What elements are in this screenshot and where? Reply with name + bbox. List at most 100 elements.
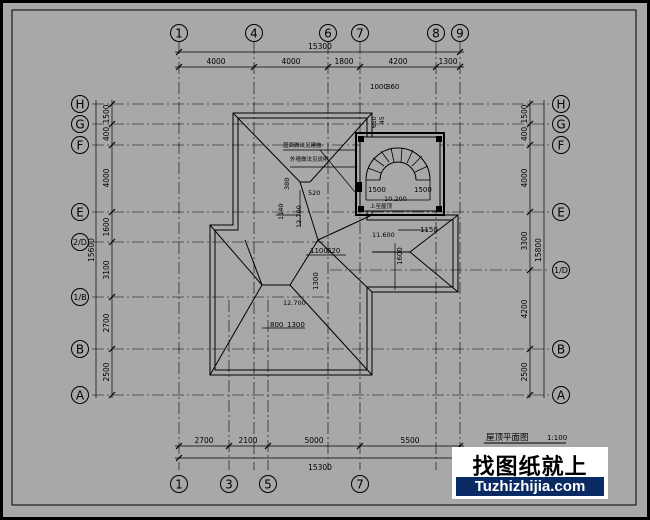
grid-bubble-top-1: 1 (170, 24, 188, 42)
dim-bottom-2: 2100 (238, 436, 257, 445)
dim-top-3: 1800 (334, 57, 353, 66)
drawing-scale: 1:100 (547, 434, 567, 442)
dim-left-5: 3100 (102, 260, 111, 279)
grid-bubble-top-3-label: 6 (324, 27, 332, 41)
grid-bubble-left-8-label: A (76, 389, 85, 403)
elev-11600: 11.600 (372, 231, 395, 239)
dim-620: 620 (327, 247, 340, 255)
dim-45: 45 (379, 116, 386, 124)
grid-bubble-left-5: 2/D (71, 233, 89, 251)
dim-bottom-4: 5500 (400, 436, 419, 445)
elev-10200: 10.200 (384, 195, 407, 203)
grid-bubble-top-2: 4 (245, 24, 263, 42)
grid-bubble-right-4-label: E (557, 206, 565, 220)
grid-bubble-right-2: G (552, 115, 570, 133)
grid-bubble-top-6-label: 9 (456, 27, 464, 41)
dim-top-5: 1300 (438, 57, 457, 66)
drawing-border (11, 9, 637, 506)
grid-bubble-right-7: A (552, 386, 570, 404)
dim-top-4: 4200 (388, 57, 407, 66)
dim-800: 800 (270, 321, 283, 329)
dim-left-1: 1500 (102, 104, 111, 123)
grid-bubble-bottom-1: 1 (170, 475, 188, 493)
dim-380: 380 (283, 178, 291, 190)
grid-bubble-top-4: 7 (351, 24, 369, 42)
grid-bubble-bottom-4-label: 7 (356, 478, 364, 492)
stair-tower (355, 132, 445, 216)
grid-bubble-left-7: B (71, 340, 89, 358)
grid-bubble-right-5: 1/D (552, 261, 570, 279)
drawing-title: 屋顶平面图 (486, 433, 529, 443)
grid-bubble-left-1-label: H (75, 98, 84, 112)
grid-bubble-left-4: E (71, 203, 89, 221)
dim-left-total: 15600 (87, 238, 96, 262)
grid-bubble-left-4-label: E (76, 206, 84, 220)
grid-bubble-left-3: F (71, 136, 89, 154)
dim-left-7: 2500 (102, 362, 111, 381)
dim-360: 360 (386, 83, 399, 91)
stair-label: 上至屋顶 (370, 202, 393, 210)
watermark-logo: 找图纸就上 Tuzhizhijia.com (452, 447, 608, 499)
grid-bubble-left-3-label: F (77, 139, 84, 153)
dim-1300-b: 1300 (287, 321, 305, 329)
grid-bubble-right-3: F (552, 136, 570, 154)
dim-1600: 1600 (396, 247, 404, 265)
grid-bubble-right-1-label: H (556, 98, 565, 112)
grid-bubble-bottom-1-label: 1 (175, 478, 183, 492)
grid-bubble-left-2: G (71, 115, 89, 133)
dim-left-6: 2700 (102, 313, 111, 332)
dim-top-1: 4000 (206, 57, 225, 66)
dim-right-6: 2500 (520, 362, 529, 381)
grid-bubble-bottom-4: 7 (351, 475, 369, 493)
grid-bubble-right-1: H (552, 95, 570, 113)
grid-bubble-left-6-label: 1/B (73, 293, 86, 302)
grid-bubble-bottom-2: 3 (220, 475, 238, 493)
dim-1140: 1140 (277, 203, 285, 220)
grid-bubble-left-6: 1/B (71, 288, 89, 306)
dim-right-2: 400 (520, 127, 529, 142)
dim-1500-a: 1500 (368, 186, 386, 194)
dim-right-3: 4000 (520, 168, 529, 187)
grid-bubble-right-4: E (552, 203, 570, 221)
dim-650: 650 (371, 116, 378, 128)
grid-bubble-top-3: 6 (319, 24, 337, 42)
grid-bubble-right-7-label: A (557, 389, 566, 403)
grid-bubble-top-5: 8 (427, 24, 445, 42)
dim-520: 520 (308, 189, 320, 197)
elev-12700-b: 12.700 (283, 299, 306, 307)
dim-top-2: 4000 (281, 57, 300, 66)
grid-bubble-bottom-2-label: 3 (225, 478, 233, 492)
dim-1000: 1000 (370, 83, 388, 91)
grid-bubble-top-1-label: 1 (175, 27, 183, 41)
grid-bubble-top-5-label: 8 (432, 27, 440, 41)
grid-bubble-left-1: H (71, 95, 89, 113)
grid-bubble-right-6: B (552, 340, 570, 358)
grid-bubble-bottom-3: 5 (259, 475, 277, 493)
roof-slope-lines (262, 149, 428, 329)
note-wall: 外墙做法见说明 (290, 155, 329, 163)
grid-bubble-right-5-label: 1/D (554, 266, 568, 275)
dim-left-4: 1600 (102, 217, 111, 236)
grid-bubble-left-8: A (71, 386, 89, 404)
annotation-texts: 1000 360 650 45 380 520 1140 12.700 1100… (270, 83, 567, 443)
dim-1150: 1150 (420, 226, 438, 234)
grid-bubble-top-2-label: 4 (250, 27, 258, 41)
dim-bottom-total: 15300 (308, 463, 332, 472)
dimension-texts: 15300 4000 4000 1800 4200 1300 2700 2100 5000 550… (87, 42, 543, 472)
grid-bubble-left-2-label: G (75, 118, 84, 132)
dim-left-2: 400 (102, 127, 111, 142)
grid-bubble-right-6-label: B (557, 343, 565, 357)
grid-bubble-bottom-3-label: 5 (264, 478, 272, 492)
note-roof: 屋面做法见建施 (283, 141, 322, 149)
dim-1300-a: 1300 (312, 272, 320, 290)
watermark-en-text: Tuzhizhijia.com (456, 477, 604, 496)
elev-12700-a: 12.700 (295, 205, 303, 228)
grid-bubble-right-2-label: G (556, 118, 565, 132)
dim-bottom-3: 5000 (304, 436, 323, 445)
dim-1100: 1100 (310, 247, 328, 255)
dim-bottom-1: 2700 (194, 436, 213, 445)
dimension-ticks (108, 48, 534, 462)
grid-bubble-right-3-label: F (558, 139, 565, 153)
grid-bubble-left-7-label: B (76, 343, 84, 357)
